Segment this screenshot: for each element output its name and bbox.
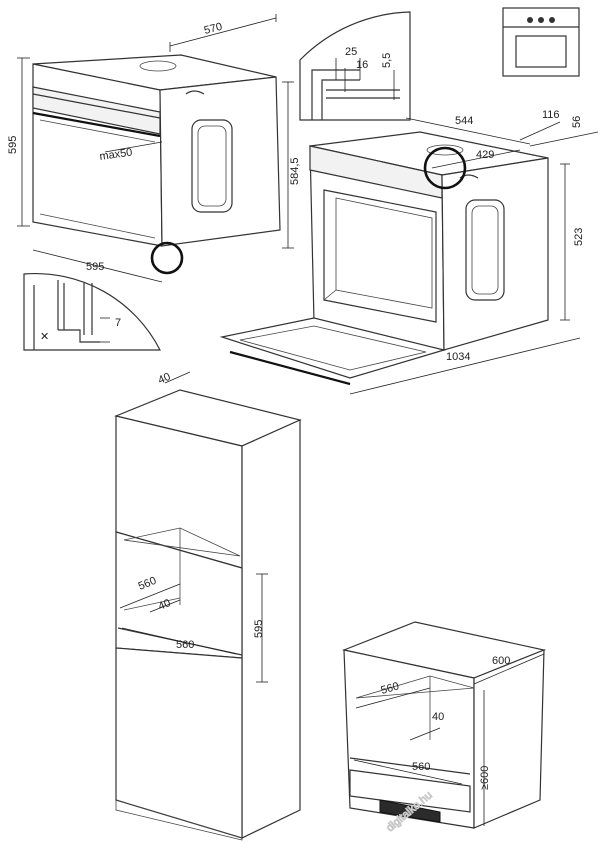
dim-523: 523: [573, 228, 585, 246]
bottom-detail-inset: ✕: [23, 272, 161, 351]
dim-25: 25: [345, 46, 357, 58]
dim-560-width: 560: [176, 639, 194, 651]
dim-max50: max50: [99, 146, 133, 162]
dim-40-top: 40: [156, 371, 172, 387]
dim-40-under: 40: [432, 711, 444, 723]
dim-5-5: 5,5: [381, 53, 393, 68]
dim-570: 570: [203, 21, 224, 37]
svg-text:✕: ✕: [40, 331, 49, 343]
dim-16: 16: [356, 59, 368, 71]
open-oven-view: [219, 131, 549, 386]
detail-circle-top: [423, 146, 467, 190]
oven-3d-view: [32, 54, 281, 247]
dim-40-inner: 40: [157, 597, 173, 613]
dim-min600: ≥600: [479, 766, 491, 790]
dim-595-niche: 595: [253, 620, 265, 638]
dim-584-5: 584,5: [289, 157, 301, 185]
oven-dimension-lines: [17, 14, 294, 283]
dim-595-height: 595: [7, 136, 19, 154]
dim-56: 56: [571, 116, 583, 128]
column-dimension-lines: [119, 371, 268, 683]
dim-560-under-width: 560: [412, 761, 430, 773]
dim-1034: 1034: [446, 351, 470, 363]
dim-429: 429: [476, 149, 494, 161]
built-in-oven-icon: [502, 7, 580, 77]
dim-600: 600: [492, 655, 510, 667]
dim-7: 7: [115, 317, 121, 329]
dim-595-width: 595: [86, 261, 104, 273]
dim-544: 544: [455, 115, 473, 127]
column-cabinet: [114, 389, 302, 841]
under-counter-dimension-lines: [353, 653, 545, 826]
under-counter-cabinet: [341, 621, 547, 829]
dim-116: 116: [542, 109, 560, 121]
detail-circle-bottom: [150, 241, 184, 275]
top-detail-inset: [299, 11, 411, 121]
dim-560-under-depth: 560: [380, 680, 401, 697]
open-oven-dimension-lines: [349, 117, 599, 395]
